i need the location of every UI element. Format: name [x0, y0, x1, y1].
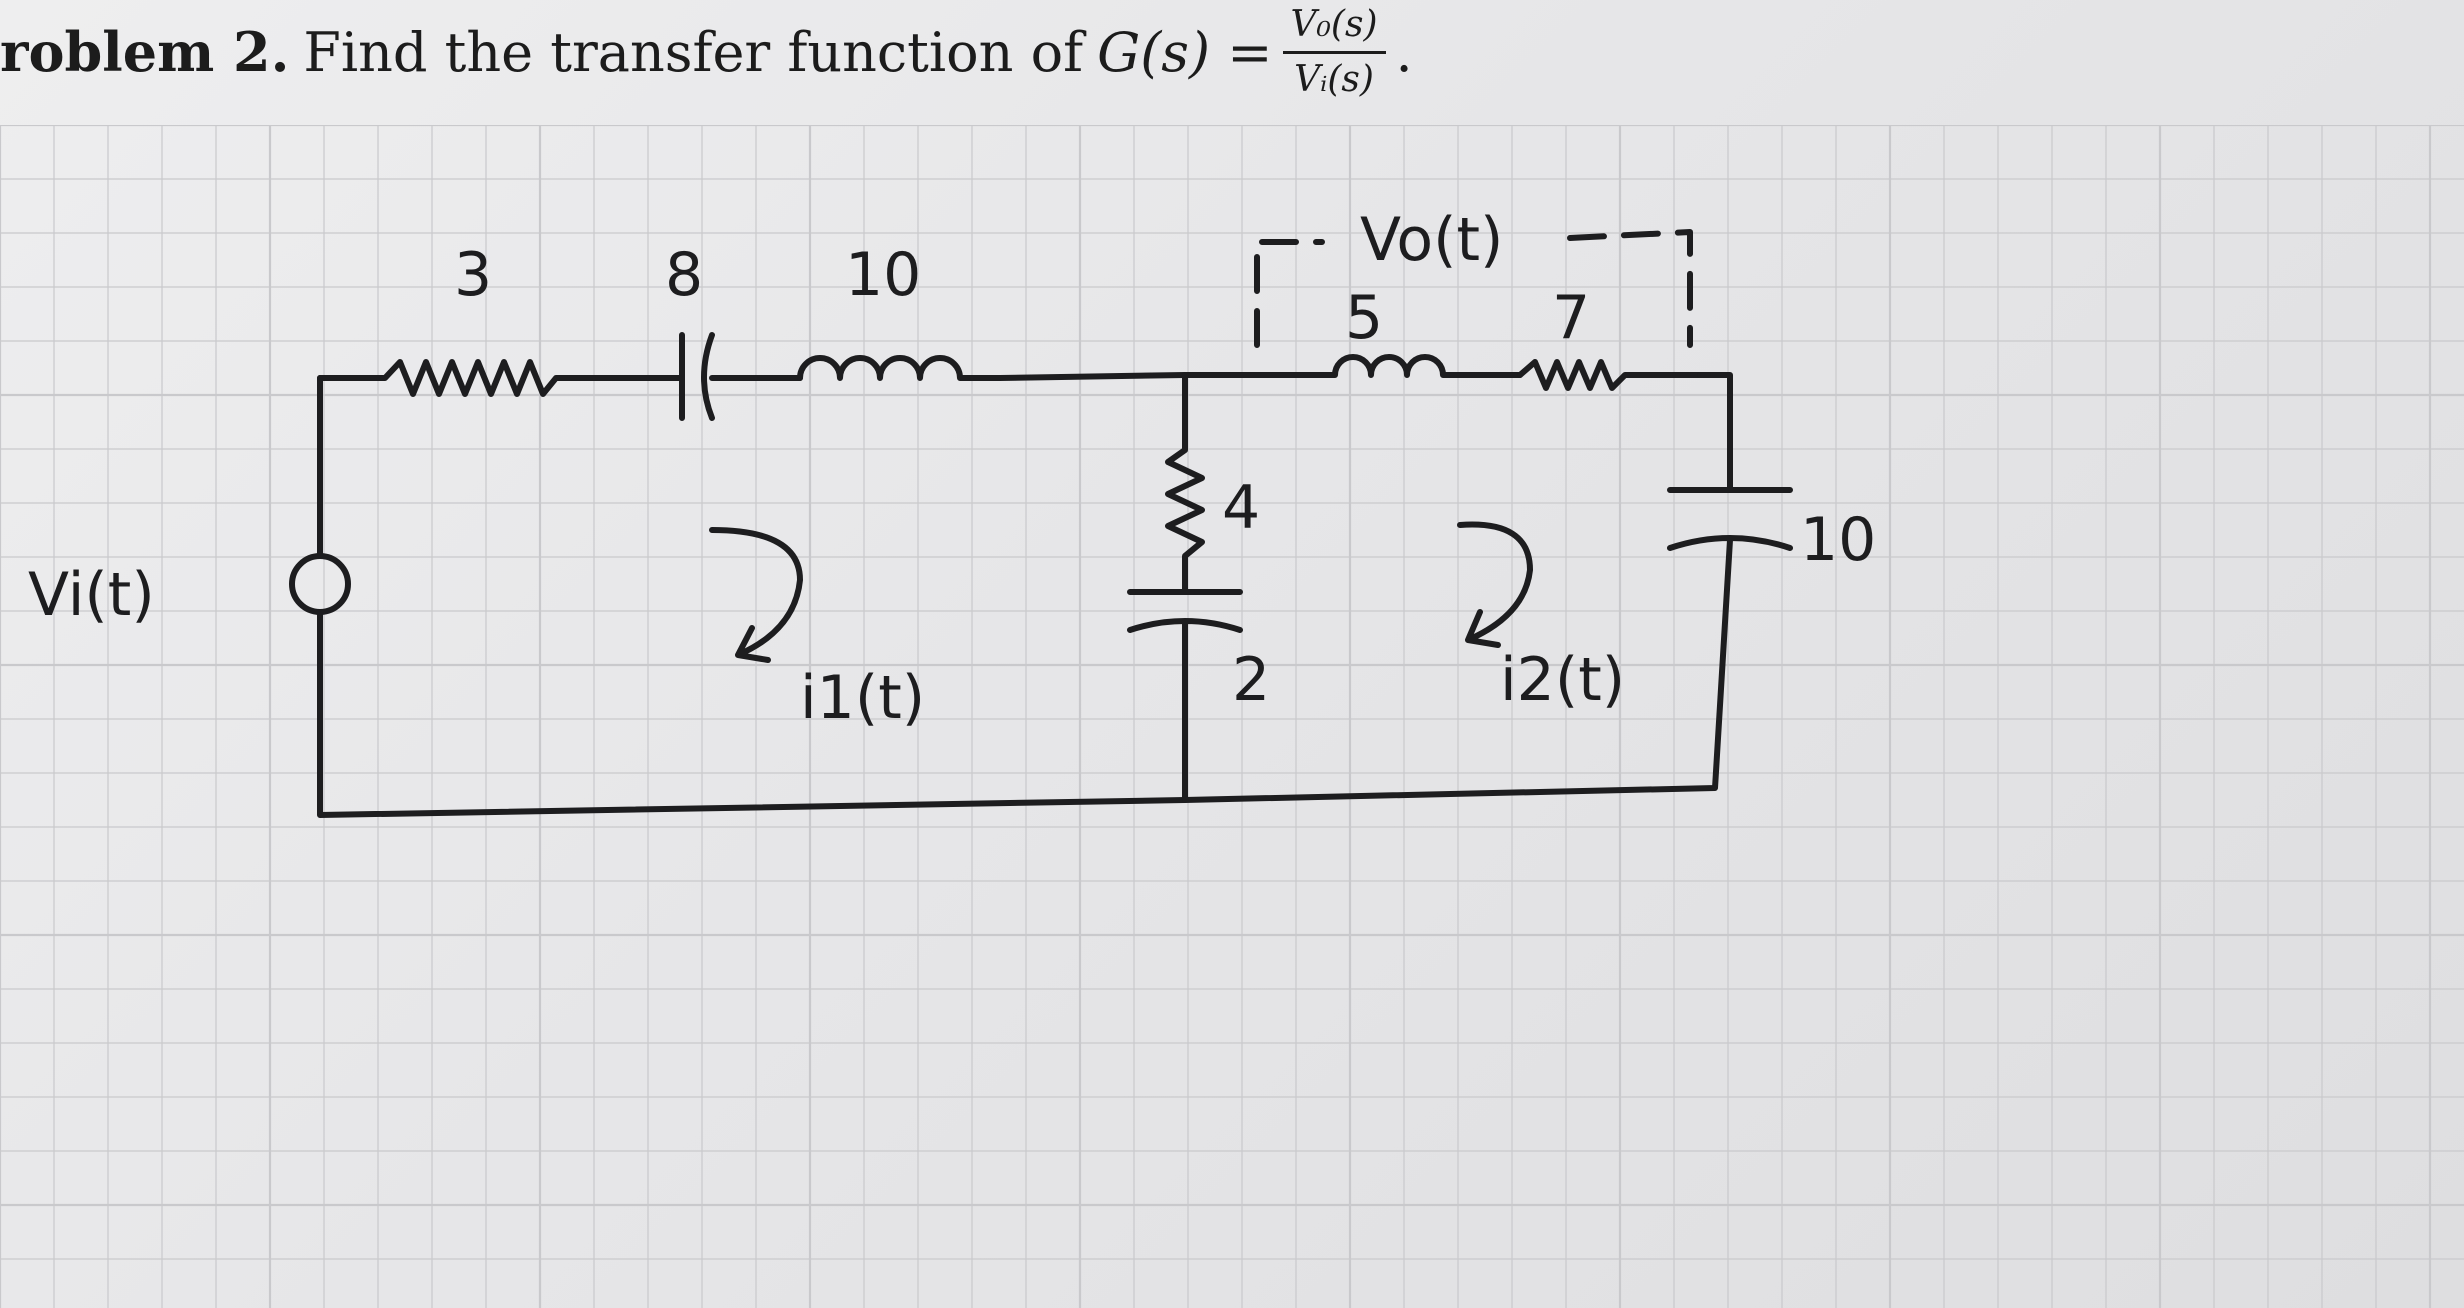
transfer-function-fraction: V₀(s) Vᵢ(s): [1282, 3, 1386, 100]
capacitor-10-symbol: [1182, 372, 1793, 803]
inductor-10-symbol: [797, 355, 1188, 381]
mesh-1-current-label: i1(t): [800, 663, 925, 733]
shunt-resistor-4-value: 4: [1222, 473, 1260, 543]
inductor-10-value: 10: [845, 240, 921, 310]
fraction-denominator: Vᵢ(s): [1294, 58, 1374, 100]
problem-text: Find the transfer function of: [303, 20, 1084, 84]
output-voltage-label: Vo(t): [1360, 205, 1503, 275]
resistor-3-symbol: [317, 359, 685, 397]
source-label: Vi(t): [28, 560, 155, 630]
mesh-1-current-arrow: [709, 527, 803, 663]
mesh-2-current-label: i2(t): [1500, 645, 1625, 715]
capacitor-8-symbol: [679, 332, 803, 421]
shunt-capacitor-2-value: 2: [1232, 645, 1270, 715]
capacitor-8-value: 8: [665, 240, 703, 310]
capacitor-10-value: 10: [1800, 505, 1876, 575]
inductor-5-value: 5: [1345, 283, 1383, 353]
graph-paper-grid: [0, 125, 2464, 1308]
fraction-numerator: V₀(s): [1290, 3, 1378, 45]
resistor-7-value: 7: [1552, 283, 1590, 353]
left-wire: [317, 375, 1188, 818]
voltage-source-symbol: [289, 553, 351, 615]
output-voltage-bracket: [1254, 229, 1693, 348]
mesh-2-current-arrow: [1457, 521, 1533, 648]
inductor-5-symbol: [1182, 354, 1523, 378]
resistor-3-value: 3: [454, 240, 492, 310]
transfer-function-symbol: G(s) =: [1097, 20, 1273, 84]
problem-statement: roblem 2. Find the transfer function of …: [0, 6, 1413, 97]
resistor-7-symbol: [1517, 359, 1703, 391]
shunt-resistor-4-symbol: [1165, 372, 1205, 595]
fraction-bar: [1282, 50, 1386, 54]
shunt-capacitor-2-symbol: [1127, 589, 1243, 803]
problem-number: roblem 2.: [0, 20, 290, 84]
problem-period: .: [1395, 20, 1413, 84]
